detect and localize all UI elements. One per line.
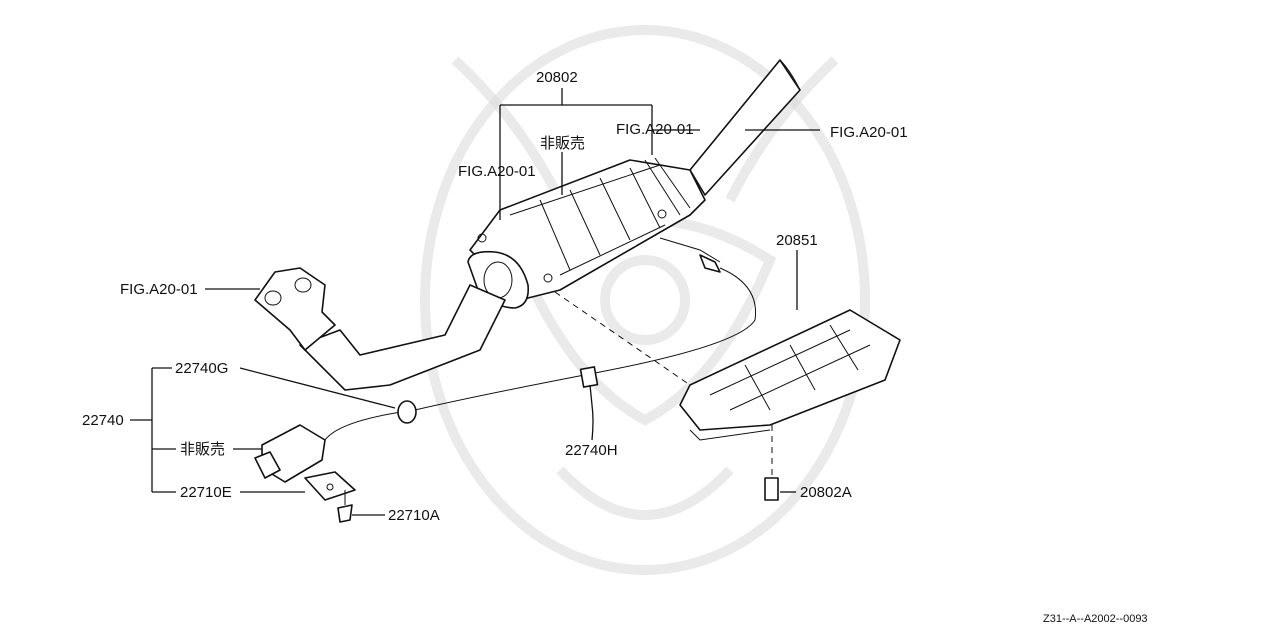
label-20802: 20802 <box>536 69 578 86</box>
sensor-harness <box>324 237 757 441</box>
watermark-emblem <box>420 25 870 575</box>
label-20851: 20851 <box>776 232 818 249</box>
reference-code: Z31--A--A2002--0093 <box>1043 613 1148 625</box>
label-fig-a20-01-top-right: FIG.A20-01 <box>616 121 694 138</box>
bracket-22710e <box>304 471 356 501</box>
label-22740h: 22740H <box>565 442 618 459</box>
heat-shield <box>679 309 901 441</box>
label-fig-a20-01-left: FIG.A20-01 <box>120 281 198 298</box>
label-20802a: 20802A <box>800 484 852 501</box>
sensor-connector <box>254 424 326 483</box>
label-22710e: 22710E <box>180 484 232 501</box>
label-not-for-sale-left: 非販売 <box>180 441 225 458</box>
front-exhaust-pipe <box>254 267 506 391</box>
label-fig-a20-01-center: FIG.A20-01 <box>458 163 536 180</box>
label-22740: 22740 <box>82 412 124 429</box>
label-fig-a20-01-right: FIG.A20-01 <box>830 124 908 141</box>
bolt-20802a <box>764 425 779 501</box>
label-22740g: 22740G <box>175 360 228 377</box>
catalytic-converter <box>469 157 706 301</box>
label-22710a: 22710A <box>388 507 440 524</box>
label-not-for-sale-top: 非販売 <box>540 135 585 152</box>
screw-22710a <box>337 490 353 523</box>
rear-exhaust-pipe <box>689 59 801 196</box>
leader-lines <box>130 88 820 516</box>
alignment-dash <box>554 291 691 386</box>
